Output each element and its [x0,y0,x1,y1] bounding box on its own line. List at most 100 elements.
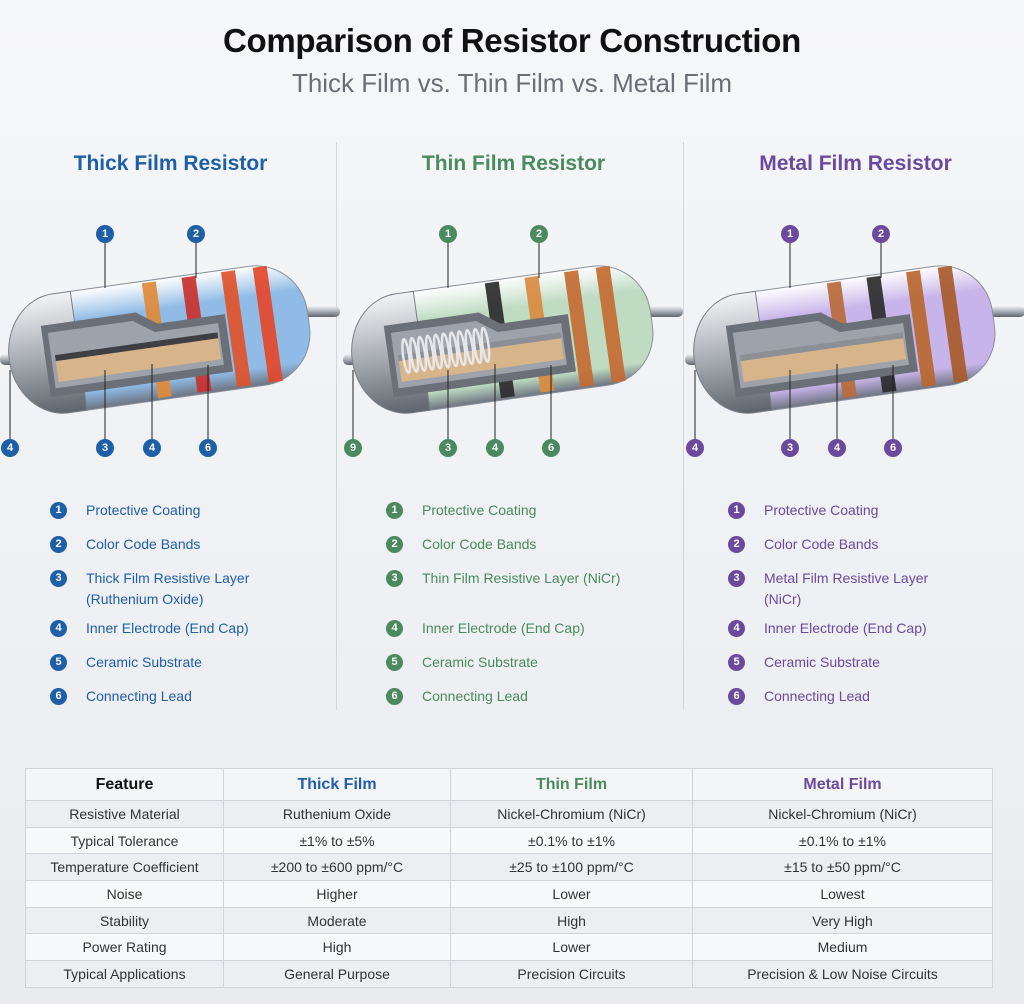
value-cell: ±1% to ±5% [223,826,451,855]
legend-number-badge: 5 [728,654,745,671]
panel-divider [336,142,337,710]
legend-number-badge: 3 [50,570,67,587]
page-title: Comparison of Resistor Construction [222,22,802,59]
table-row: Temperature Coefficient±200 to ±600 ppm/… [25,853,993,882]
value-cell: Lower [450,933,693,962]
legend-number-badge: 2 [386,536,403,553]
legend-number-badge: 2 [728,536,745,553]
legend-label: Ceramic Substrate [422,654,538,670]
legend-number-badge: 1 [50,502,67,519]
value-cell: High [450,906,693,935]
callout-number: 3 [102,442,108,454]
value-cell: Precision Circuits [450,960,693,988]
callout-marker [542,439,560,457]
legend-label: Inner Electrode (End Cap) [764,620,927,636]
legend-label: Color Code Bands [86,536,201,552]
resistive-layer [54,332,219,362]
callout-number: 2 [536,228,542,240]
callout-marker [187,225,205,243]
callout-marker [439,439,457,457]
callout-marker [530,225,548,243]
feature-cell: Stability [25,906,224,935]
legend-label: Ceramic Substrate [764,654,880,670]
feature-cell: Typical Tolerance [25,826,224,855]
value-cell: Ruthenium Oxide [223,800,451,828]
column-header: Metal Film [692,768,993,801]
table-row: Typical Tolerance±1% to ±5%±0.1% to ±1%±… [25,826,993,855]
legend-number-badge: 3 [386,570,403,587]
value-cell: ±25 to ±100 ppm/°C [450,853,693,882]
callout-number: 2 [193,228,199,240]
helical-groove [472,327,483,365]
helical-groove [480,326,491,363]
helical-groove [440,332,451,369]
resistor-body [8,265,311,414]
value-cell: Lower [450,880,693,908]
color-band [221,270,252,388]
legend-number-badge: 6 [728,688,745,705]
column-header: Feature [25,768,224,801]
helical-groove [464,329,475,366]
value-cell: General Purpose [223,960,451,988]
legend-label: Connecting Lead [422,688,528,704]
legend-number-badge: 5 [50,654,67,671]
legend-label: Ceramic Substrate [86,654,202,670]
callout-number: 3 [787,442,793,454]
value-cell: ±200 to ±600 ppm/°C [223,853,451,882]
callout-number: 4 [834,442,841,454]
legend-label: Thin Film Resistive Layer (NiCr) [422,570,621,586]
callout-number: 4 [149,442,156,454]
value-cell: Higher [223,880,451,908]
feature-cell: Resistive Material [25,800,224,828]
helical-groove [416,335,428,372]
color-band [937,265,968,383]
value-cell: ±0.1% to ±1% [692,826,993,855]
helical-groove [401,337,412,375]
helical-groove [409,336,420,373]
color-band [906,270,937,388]
legend-label: Color Code Bands [764,536,879,552]
legend-label: Thick Film Resistive Layer (Ruthenium Ox… [86,570,250,607]
legend-label: Connecting Lead [764,688,870,704]
callout-marker [96,439,114,457]
callout-marker [781,439,799,457]
callout-number: 4 [7,442,14,454]
value-cell: ±15 to ±50 ppm/°C [692,853,993,882]
color-band [252,265,283,383]
callout-number: 4 [492,442,499,454]
legend-label: Connecting Lead [86,688,192,704]
legend-label: Color Code Bands [422,536,537,552]
legend-number-badge: 2 [50,536,67,553]
callout-marker [828,439,846,457]
callout-number: 4 [692,442,699,454]
callout-number: 9 [350,442,356,454]
callout-marker [344,439,362,457]
value-cell: Very High [692,906,993,935]
callout-number: 1 [102,228,108,240]
value-cell: Nickel-Chromium (NiCr) [450,800,693,828]
page-subtitle: Thick Film vs. Thin Film vs. Metal Film [291,68,733,98]
callout-number: 6 [890,442,896,454]
panel-title: Thin Film Resistor [421,152,606,175]
callout-marker [686,439,704,457]
legend-number-badge: 5 [386,654,403,671]
legend-label: Inner Electrode (End Cap) [422,620,585,636]
helical-groove [456,330,467,367]
legend-number-badge: 4 [50,620,67,637]
helical-groove [432,333,443,370]
feature-cell: Temperature Coefficient [25,853,224,882]
legend-number-badge: 4 [386,620,403,637]
callout-marker [96,225,114,243]
feature-cell: Typical Applications [25,960,224,988]
color-band [595,265,626,383]
legend-label: Inner Electrode (End Cap) [86,620,249,636]
